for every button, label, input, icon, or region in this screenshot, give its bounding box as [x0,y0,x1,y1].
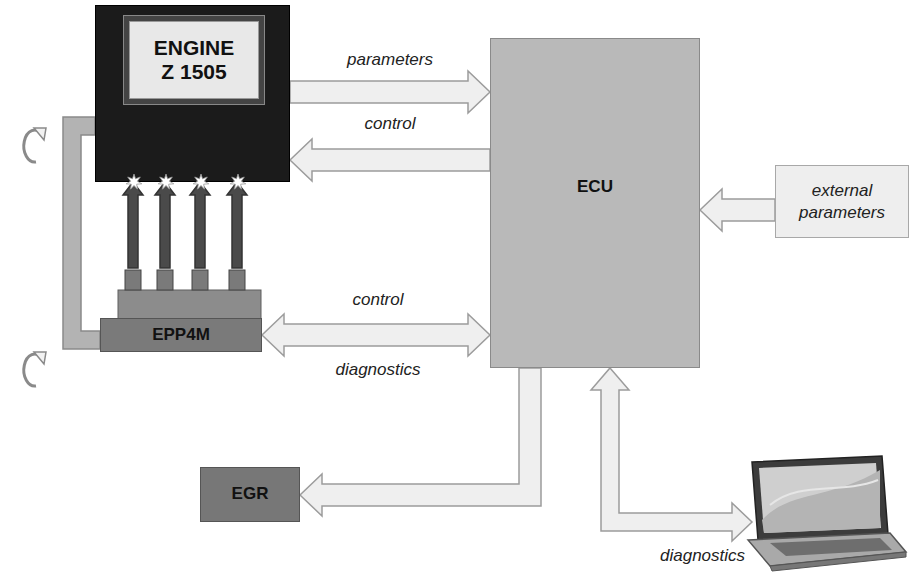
signal-arrow-shape [300,368,541,516]
pump-outlet [229,270,245,290]
injection-line-shape [227,182,247,268]
pump-body [100,268,262,320]
spark-icon [126,174,142,189]
control-unit-box: ECU [490,38,700,368]
spark-icons [96,170,291,196]
injection-line [227,182,247,268]
signal-arrow [290,71,490,113]
spark-icon [158,174,174,189]
input-box: external parameters [775,165,909,238]
injection-line [155,182,175,268]
pump-label-band: EPP4M [100,318,262,352]
laptop-illustration [748,456,906,571]
pump-unit: EPP4M [100,268,262,352]
node-label: ECU [491,177,699,197]
edge-label: control [352,290,403,310]
signal-arrow-shape [290,71,490,113]
spark-icon [230,174,246,189]
pump-outlet [125,270,141,290]
injection-line [123,182,143,268]
label-frame: ENGINE Z 1505 [123,15,265,105]
node-label: EGR [232,484,269,504]
rotation-arrow [24,352,46,386]
node-label: external parameters [782,180,902,223]
signal-label: diagnostics [335,360,420,380]
label-plate: ENGINE Z 1505 [129,21,259,99]
injection-line-shape [155,182,175,268]
pump-outlet [192,270,208,290]
injection-line-shape [190,182,210,268]
signal-arrow [290,139,490,181]
pump-outlet [157,270,173,290]
diagnostics-arrow [591,368,752,541]
signal-label: diagnostics [660,546,745,566]
pump-head [118,290,261,319]
edge-label: parameters [347,50,433,70]
signal-arrow-shape [700,189,775,231]
spark-icon [193,174,209,189]
signal-arrow [300,368,541,516]
rotation-arrow [24,128,46,162]
signal-arrow [262,314,490,356]
edge-label: control [364,114,415,134]
engine-block: ENGINE Z 1505 [95,5,290,182]
signal-arrow [700,189,775,231]
egr-box: EGR [200,467,300,522]
injection-line [190,182,210,268]
node-label: EPP4M [152,325,210,345]
injection-line-shape [123,182,143,268]
node-label: ENGINE Z 1505 [148,36,240,84]
signal-arrow-shape [262,314,490,356]
signal-arrow-shape [290,139,490,181]
